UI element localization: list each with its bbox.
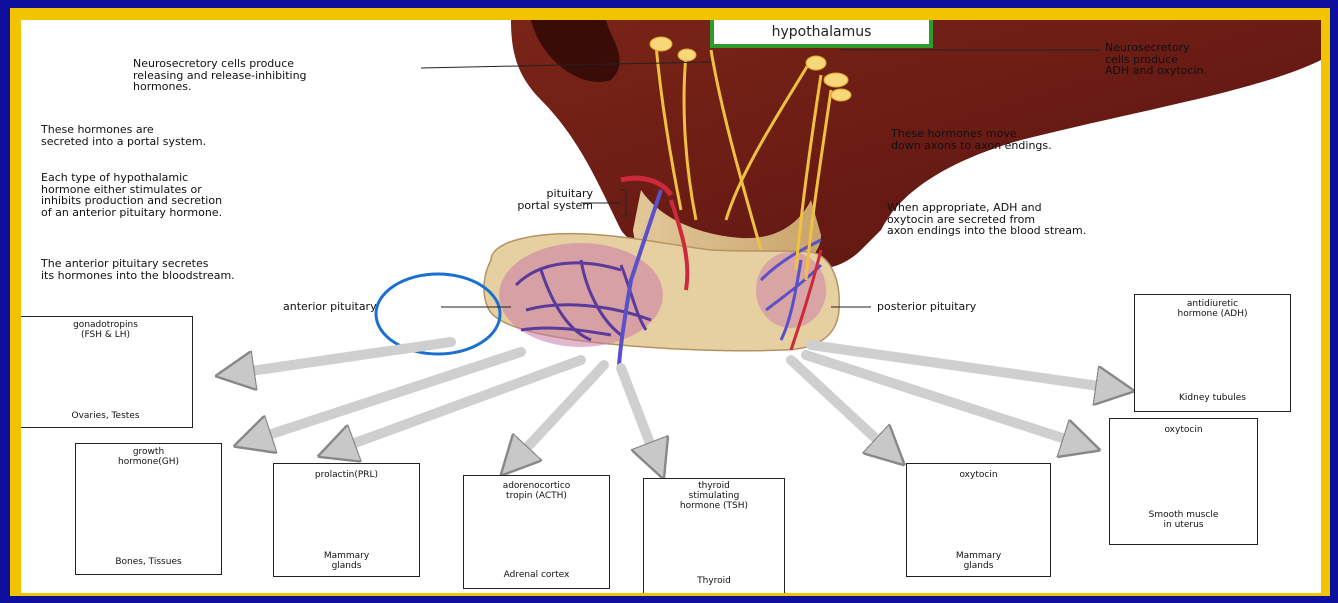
neurosecretory-left-text: Neurosecretory cells produce releasing a… <box>133 58 307 93</box>
when-appropriate-text: When appropriate, ADH and oxytocin are s… <box>887 202 1086 237</box>
anterior-pituitary-label: anterior pituitary <box>283 301 377 313</box>
each-type-text: Each type of hypothalamic hormone either… <box>41 172 222 218</box>
tsh-box: thyroid stimulating hormone (TSH) Thyroi… <box>643 478 785 593</box>
adh-title: antidiuretic hormone (ADH) <box>1135 299 1290 319</box>
tsh-target: Thyroid <box>644 576 784 586</box>
acth-title: adorenocortico tropin (ACTH) <box>464 481 609 501</box>
hormone-arrows <box>223 342 1127 472</box>
gonadotropins-title: gonadotropins (FSH & LH) <box>21 320 192 340</box>
hypothalamus-label: hypothalamus <box>714 20 929 44</box>
portal-system-label: pituitary portal system <box>483 188 593 211</box>
neurosecretory-right-text: Neurosecretory cells produce ADH and oxy… <box>1105 42 1207 77</box>
growth-hormone-title: growth hormone(GH) <box>76 447 221 467</box>
prolactin-title: prolactin(PRL) <box>274 470 419 480</box>
hypothalamus-label-box: hypothalamus <box>710 20 933 48</box>
acth-target: Adrenal cortex <box>464 570 609 580</box>
gonadotropins-target: Ovaries, Testes <box>21 411 192 421</box>
oxytocin-mammary-target: Mammary glands <box>907 551 1050 571</box>
oxytocin-uterus-title: oxytocin <box>1110 425 1257 435</box>
oxytocin-uterus-box: oxytocin Smooth muscle in uterus <box>1109 418 1258 545</box>
prolactin-box: prolactin(PRL) Mammary glands <box>273 463 420 577</box>
gonadotropins-box: gonadotropins (FSH & LH) Ovaries, Testes <box>21 316 193 428</box>
anterior-secretes-text: The anterior pituitary secretes its horm… <box>41 258 235 281</box>
oxytocin-mammary-title: oxytocin <box>907 470 1050 480</box>
prolactin-target: Mammary glands <box>274 551 419 571</box>
acth-box: adorenocortico tropin (ACTH) Adrenal cor… <box>463 475 610 589</box>
oxytocin-uterus-target: Smooth muscle in uterus <box>1110 510 1257 530</box>
move-axons-text: These hormones move down axons to axon e… <box>891 128 1052 151</box>
diagram-canvas: hypothalamus Neurosecretory cells produc… <box>21 20 1321 593</box>
growth-hormone-target: Bones, Tissues <box>76 557 221 567</box>
posterior-pituitary-label: posterior pituitary <box>877 301 976 313</box>
adh-target: Kidney tubules <box>1135 393 1290 403</box>
portal-secreted-text: These hormones are secreted into a porta… <box>41 124 206 147</box>
adh-box: antidiuretic hormone (ADH) Kidney tubule… <box>1134 294 1291 412</box>
oxytocin-mammary-box: oxytocin Mammary glands <box>906 463 1051 577</box>
tsh-title: thyroid stimulating hormone (TSH) <box>644 481 784 511</box>
growth-hormone-box: growth hormone(GH) Bones, Tissues <box>75 443 222 575</box>
